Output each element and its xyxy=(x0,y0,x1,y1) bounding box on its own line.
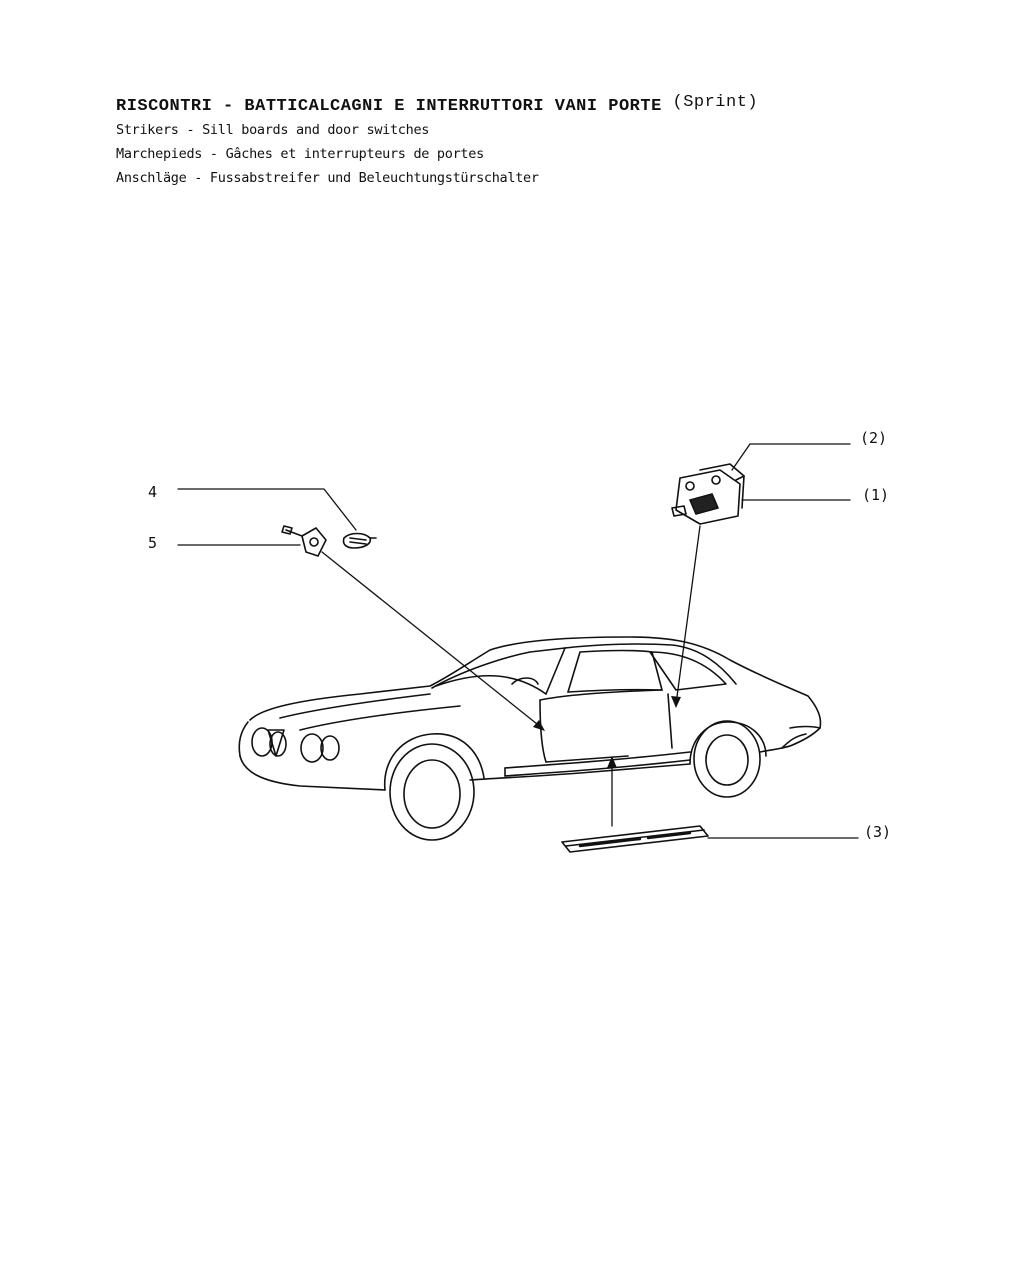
coupe-car-icon xyxy=(238,636,822,841)
callout-label-1: (1) xyxy=(862,486,889,504)
callout-label-4: 4 xyxy=(148,483,157,501)
door-switch-icon xyxy=(342,532,377,549)
sill-board-icon xyxy=(561,825,709,853)
arrowheads xyxy=(533,696,681,768)
subtitle-french: Marchepieds - Gâches et interrupteurs de… xyxy=(116,146,484,162)
leader-lines xyxy=(177,443,859,839)
subtitle-german: Anschläge - Fussabstreifer und Beleuchtu… xyxy=(116,170,539,186)
callout-label-3: (3) xyxy=(864,823,891,841)
title-suffix: (Sprint) xyxy=(672,93,759,112)
page-title: RISCONTRI - BATTICALCAGNI E INTERRUTTORI… xyxy=(116,93,996,118)
callout-label-5: 5 xyxy=(148,534,157,552)
subtitle-english: Strikers - Sill boards and door switches xyxy=(116,122,430,138)
switch-plate-icon xyxy=(281,525,327,557)
striker-plate-icon xyxy=(671,463,745,525)
page-header: RISCONTRI - BATTICALCAGNI E INTERRUTTORI… xyxy=(116,93,996,190)
callout-label-2: (2) xyxy=(860,429,887,447)
title-main: RISCONTRI - BATTICALCAGNI E INTERRUTTORI… xyxy=(116,97,662,116)
